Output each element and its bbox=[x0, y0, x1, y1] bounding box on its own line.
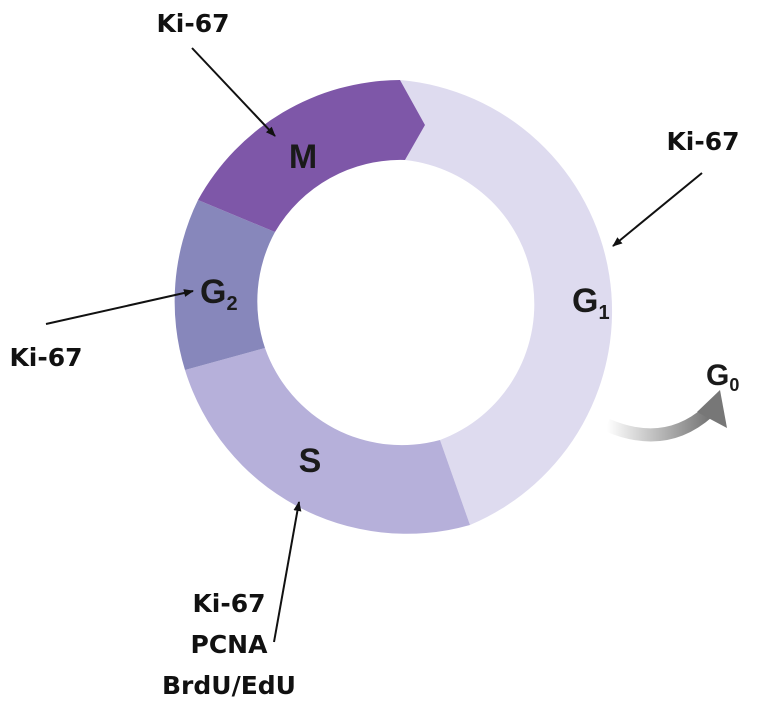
s-marker-label-1: Ki-67 bbox=[192, 589, 265, 618]
g2-phase-segment bbox=[174, 200, 275, 370]
g0-exit-arrow bbox=[604, 407, 713, 442]
g1-phase-label: G1 bbox=[572, 282, 610, 324]
m-marker-arrow bbox=[191, 47, 276, 137]
s-phase-segment bbox=[185, 348, 470, 534]
g2-marker-label: Ki-67 bbox=[9, 343, 82, 372]
g1-marker-arrow bbox=[612, 172, 703, 247]
g0-label: G0 bbox=[706, 359, 739, 395]
s-phase-label: S bbox=[299, 442, 322, 480]
m-marker-label: Ki-67 bbox=[156, 9, 229, 38]
m-phase-segment bbox=[198, 80, 425, 232]
g0-exit-arrowhead bbox=[697, 390, 727, 428]
g2-phase-label: G2 bbox=[200, 273, 238, 315]
s-marker-arrow bbox=[273, 501, 302, 643]
s-marker-label-3: BrdU/EdU bbox=[162, 671, 296, 700]
g1-phase-segment bbox=[400, 80, 613, 525]
g1-marker-label: Ki-67 bbox=[666, 127, 739, 156]
g2-marker-arrow bbox=[45, 289, 194, 325]
s-marker-label-2: PCNA bbox=[191, 630, 269, 659]
m-phase-label: M bbox=[289, 138, 317, 176]
